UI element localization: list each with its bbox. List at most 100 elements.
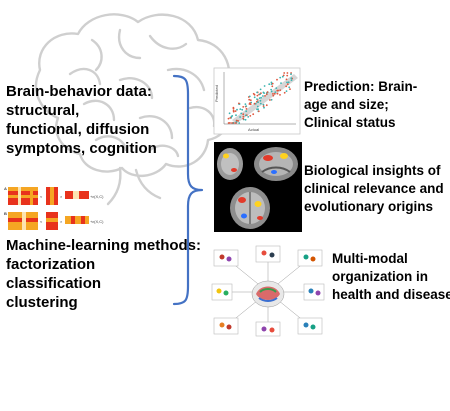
scatter-point xyxy=(247,116,250,118)
text-line: clinical relevance and xyxy=(304,181,444,196)
scatter-point xyxy=(236,108,238,111)
scatter-point xyxy=(240,112,243,115)
svg-text:+ε(X,C): +ε(X,C) xyxy=(90,194,104,199)
scatter-point xyxy=(265,104,268,107)
scatter-point xyxy=(244,118,247,121)
scatter-point xyxy=(283,91,286,94)
scatter-point xyxy=(285,90,288,92)
scatter-point xyxy=(257,110,260,113)
scatter-point xyxy=(235,119,238,122)
scatter-point xyxy=(253,96,256,99)
scatter-point xyxy=(248,95,251,98)
scatter-point xyxy=(245,105,248,107)
svg-text:+ε(X,C): +ε(X,C) xyxy=(90,219,104,224)
scatter-point xyxy=(235,114,237,117)
scatter-point xyxy=(259,102,262,105)
scatter-point xyxy=(282,74,285,77)
scatter-point xyxy=(238,102,240,105)
scatter-point xyxy=(288,86,291,89)
scatter-point xyxy=(259,93,261,96)
svg-text:B: B xyxy=(4,211,7,216)
scatter-point xyxy=(263,85,266,87)
scatter-point xyxy=(279,76,282,79)
scatter-point xyxy=(290,79,293,82)
scatter-point xyxy=(249,102,251,104)
scatter-point xyxy=(257,101,259,104)
scatter-point xyxy=(229,122,231,124)
text-line: health and disease xyxy=(332,287,450,302)
text-line: classification xyxy=(6,275,102,292)
scatter-point xyxy=(245,108,248,110)
scatter-point xyxy=(265,93,268,96)
scatter-point xyxy=(259,99,262,102)
text-line: Brain-behavior data: xyxy=(6,83,152,100)
scatter-point xyxy=(256,105,259,108)
scatter-point xyxy=(249,99,252,102)
scatter-point xyxy=(272,94,275,97)
scatter-point xyxy=(244,114,247,117)
scatter-point xyxy=(286,83,289,86)
scatter-point xyxy=(276,92,279,95)
text-line: functional, diffusion xyxy=(6,121,150,138)
svg-text:A: A xyxy=(4,186,7,191)
scatter-point xyxy=(256,91,258,94)
scatter-point xyxy=(242,106,245,108)
scatter-point xyxy=(228,112,231,115)
svg-text:Actual: Actual xyxy=(248,127,259,132)
brain-slices-thumbnail xyxy=(214,142,302,232)
scatter-point xyxy=(239,116,241,118)
scatter-point xyxy=(290,77,293,80)
scatter-point xyxy=(279,94,281,96)
scatter-point xyxy=(280,82,282,84)
scatter-point xyxy=(271,82,274,85)
scatter-point xyxy=(235,122,237,124)
text-line: structural, xyxy=(6,102,80,119)
scatter-point xyxy=(239,108,242,110)
scatter-point xyxy=(272,93,274,95)
scatter-point xyxy=(232,110,235,113)
brain-behavior-data-text: Brain-behavior data: structural, functio… xyxy=(6,82,157,158)
scatter-point xyxy=(248,98,251,101)
scatter-point xyxy=(287,81,290,84)
text-line: age and size; xyxy=(304,97,389,112)
scatter-point xyxy=(283,72,286,74)
scatter-point xyxy=(229,117,232,119)
scatter-point xyxy=(242,115,245,118)
scatter-point xyxy=(270,88,272,91)
scatter-point xyxy=(289,88,291,90)
scatter-point xyxy=(234,110,237,112)
scatter-point xyxy=(241,108,244,111)
scatter-point xyxy=(285,78,288,81)
scatter-point xyxy=(260,96,262,99)
scatter-point xyxy=(252,113,255,116)
scatter-point xyxy=(262,105,265,107)
svg-text:≈: ≈ xyxy=(40,194,43,199)
scatter-point xyxy=(231,122,233,124)
scatter-point xyxy=(263,106,265,109)
scatter-point xyxy=(259,88,262,91)
svg-text:×: × xyxy=(60,219,63,224)
prediction-text: Prediction: Brain- age and size; Clinica… xyxy=(304,78,417,132)
scatter-plot-thumbnail: Predicted Actual xyxy=(213,67,301,135)
scatter-point xyxy=(237,120,239,122)
text-line: Machine-learning methods: xyxy=(6,237,202,254)
scatter-point xyxy=(270,90,273,93)
scatter-point xyxy=(276,89,279,92)
scatter-point xyxy=(273,92,276,95)
svg-text:×: × xyxy=(60,194,63,199)
scatter-point xyxy=(256,98,258,100)
scatter-point xyxy=(257,108,259,111)
matrix-factorization-thumbnail: A ≈ × +ε(X,C) B ≈ × +ε(X,C) xyxy=(4,186,104,230)
scatter-point xyxy=(242,113,245,116)
scatter-point xyxy=(270,98,273,101)
scatter-point xyxy=(271,85,274,88)
text-line: symptoms, cognition xyxy=(6,140,157,157)
scatter-point xyxy=(244,103,247,105)
svg-text:≈: ≈ xyxy=(40,219,43,224)
scatter-point xyxy=(245,110,248,113)
machine-learning-methods-text: Machine-learning methods: factorization … xyxy=(6,236,201,312)
scatter-point xyxy=(285,85,288,88)
multi-modal-organization-text: Multi-modal organization in health and d… xyxy=(332,250,450,304)
scatter-point xyxy=(242,117,245,120)
text-line: organization in xyxy=(332,269,428,284)
